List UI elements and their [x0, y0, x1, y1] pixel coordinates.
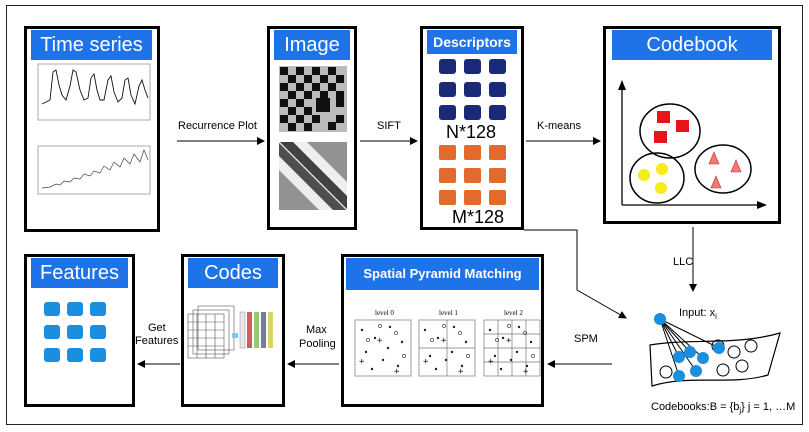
pyramid-level-1: level 1	[439, 309, 458, 317]
max-pooling-label-2: Pooling	[299, 338, 336, 350]
image-title: Image	[274, 30, 350, 60]
max-pooling-label-1: Max	[306, 324, 327, 336]
sift-label: SIFT	[377, 120, 401, 132]
get-features-label-1: Get	[148, 322, 166, 334]
llc-input-label: Input: xi	[679, 307, 717, 321]
time-series-title: Time series	[31, 30, 152, 60]
descriptors-title: Descriptors	[427, 30, 517, 54]
svg-text:+: +	[488, 357, 494, 367]
codebooks-sub: j	[739, 406, 742, 416]
codes-title: Codes	[188, 258, 278, 288]
pyramid-level-0: level 0	[375, 309, 394, 317]
svg-text:+: +	[394, 367, 400, 377]
codebook-title: Codebook	[612, 30, 772, 60]
llc-input-sub: i	[715, 312, 717, 322]
codebooks-text: Codebooks:B = {b	[651, 401, 740, 413]
recurrence-plot-label: Recurrence Plot	[178, 120, 257, 132]
codebooks-tail: } j = 1, …M	[741, 401, 796, 413]
svg-text:+: +	[523, 367, 529, 377]
kmeans-label: K-means	[537, 120, 582, 132]
descriptor-count-n: N*128	[446, 122, 497, 142]
svg-text:+: +	[506, 336, 512, 346]
diagram-frame	[6, 5, 803, 425]
time-series-box	[24, 26, 160, 232]
svg-text:+: +	[423, 357, 429, 367]
get-features-label-2: Features	[135, 335, 179, 347]
codebooks-label: Codebooks:B = {bj} j = 1, …M	[651, 401, 795, 415]
svg-text:+: +	[377, 336, 383, 346]
spm-title: Spatial Pyramid Matching	[346, 258, 539, 290]
descriptor-count-m: M*128	[452, 207, 505, 227]
llc-label: LLC	[673, 256, 694, 268]
features-title: Features	[31, 258, 128, 288]
svg-text:+: +	[458, 367, 464, 377]
svg-text:+: +	[359, 357, 365, 367]
pyramid-level-2: level 2	[504, 309, 523, 317]
spm-arrow-label: SPM	[574, 333, 598, 345]
svg-text:+: +	[441, 336, 447, 346]
llc-input-text: Input: x	[679, 307, 716, 319]
